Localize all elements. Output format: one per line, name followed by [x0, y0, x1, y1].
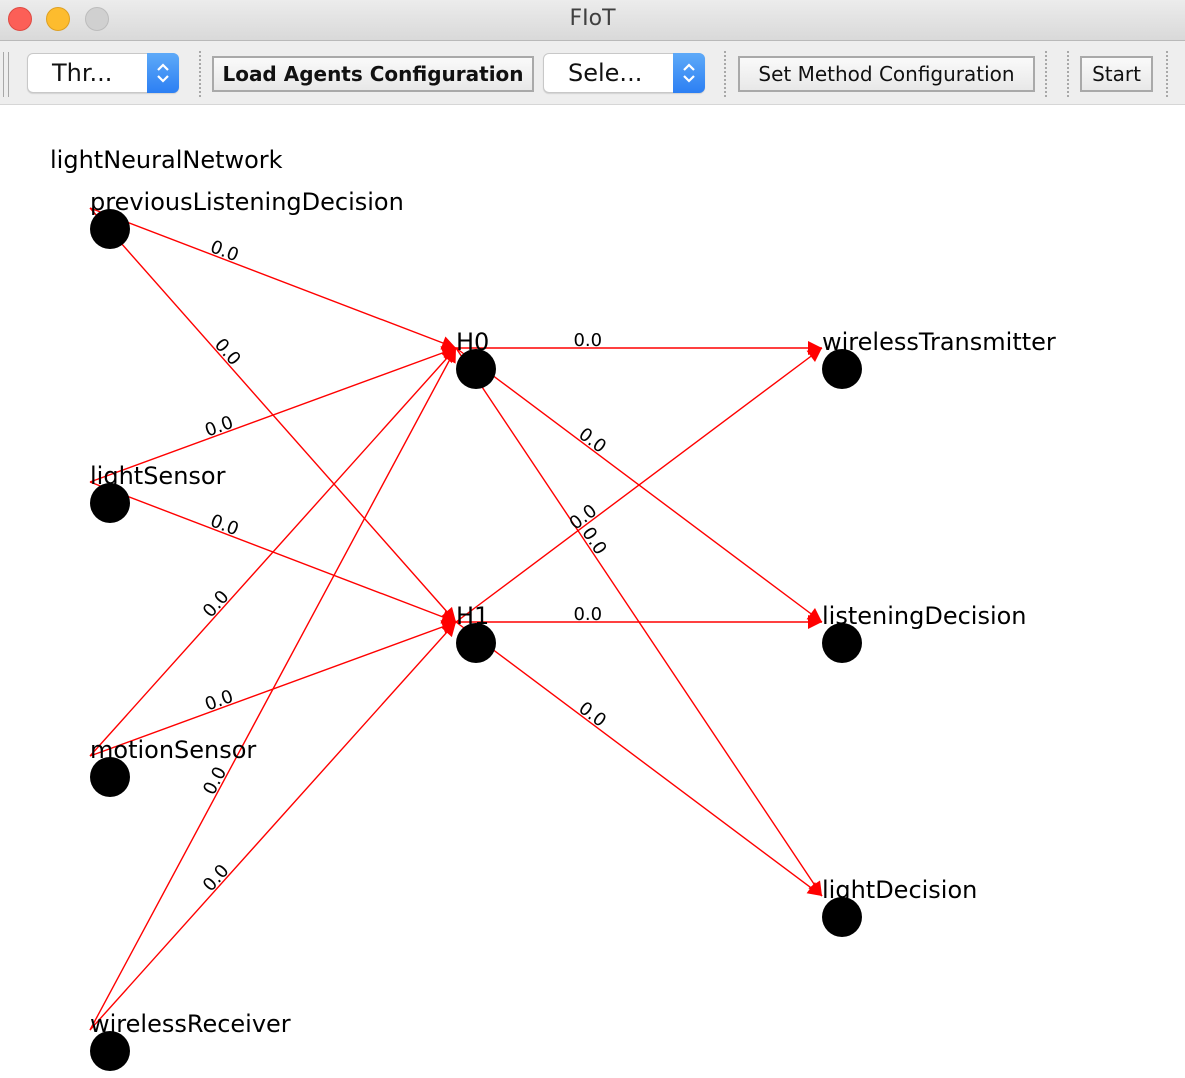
edge-weight-label: 0.0 — [199, 586, 234, 621]
set-method-configuration-button[interactable]: Set Method Configuration — [738, 56, 1035, 92]
label-layer: 0.00.00.00.00.00.00.00.00.00.00.00.00.00… — [90, 188, 1056, 1038]
node-lightSensor[interactable] — [90, 483, 130, 523]
network-canvas: lightNeuralNetwork 0.0 0.0 0.0 0.0 0.0 0.0 0.0… — [0, 105, 1185, 1074]
node-layer — [90, 209, 862, 1071]
toolbar-separator — [724, 51, 726, 97]
toolbar-separator — [1067, 51, 1069, 97]
start-button[interactable]: Start — [1080, 56, 1153, 92]
node-H1[interactable] — [456, 623, 496, 663]
node-label-previousListeningDecision: previousListeningDecision — [90, 188, 404, 216]
close-window-button[interactable] — [8, 7, 32, 31]
edge-weight-label: 0.0 — [207, 510, 241, 540]
node-listeningDecision[interactable] — [822, 623, 862, 663]
edge-motionSensor-H0 — [89, 347, 457, 757]
neural-network-graph: lightNeuralNetwork 0.0 0.0 0.0 0.0 0.0 0.0 0.0… — [50, 146, 1056, 1071]
load-agents-configuration-button[interactable]: Load Agents Configuration — [212, 56, 534, 92]
edge-weight-label: 0.0 — [202, 686, 236, 716]
updown-arrows-icon — [147, 53, 179, 93]
arrowhead-layer — [440, 336, 822, 896]
node-label-listeningDecision: listeningDecision — [822, 602, 1027, 630]
arrowhead-wirelessReceiver-H0 — [443, 348, 456, 364]
edge-weight-label: 0.0 — [199, 763, 231, 798]
node-label-motionSensor: motionSensor — [90, 736, 256, 764]
node-label-H1: H1 — [456, 602, 489, 630]
method-select-value: Sele... — [568, 59, 643, 87]
arrowhead-lightSensor-H1 — [440, 610, 456, 624]
node-motionSensor[interactable] — [90, 757, 130, 797]
edge-wirelessReceiver-H0 — [89, 347, 457, 1031]
zoom-window-button[interactable] — [85, 7, 109, 31]
node-label-wirelessReceiver: wirelessReceiver — [90, 1010, 291, 1038]
arrowhead-H1-wirelessTransmitter — [806, 348, 822, 362]
edge-H1-lightDecision — [455, 621, 823, 897]
node-H0[interactable] — [456, 349, 496, 389]
arrowhead-H1-lightDecision — [806, 882, 822, 896]
method-select[interactable]: Sele... — [543, 53, 705, 93]
edge-weight-label: 0.0 — [573, 604, 602, 625]
edge-weight-label: 0.0 — [207, 236, 241, 266]
edge-weight-label: 0.0 — [199, 860, 234, 895]
node-label-lightDecision: lightDecision — [822, 876, 977, 904]
threshold-select[interactable]: Thr... — [27, 53, 179, 93]
edge-weight-label: 0.0 — [574, 424, 610, 458]
node-lightDecision[interactable] — [822, 897, 862, 937]
edge-H1-wirelessTransmitter — [455, 347, 823, 623]
minimize-window-button[interactable] — [46, 7, 70, 31]
edge-layer — [89, 207, 823, 1031]
edge-weight-label: 0.0 — [574, 698, 610, 732]
edge-weight-label: 0.0 — [202, 412, 236, 442]
node-label-H0: H0 — [456, 328, 489, 356]
toolbar: Thr... Load Agents Configuration Sele...… — [0, 41, 1185, 105]
node-label-wirelessTransmitter: wirelessTransmitter — [822, 328, 1056, 356]
edge-previousListeningDecision-H0 — [89, 207, 457, 349]
arrowhead-previousListeningDecision-H0 — [440, 336, 456, 350]
toolbar-separator — [1166, 51, 1168, 97]
edge-weight-label: 0.0 — [573, 330, 602, 351]
threshold-select-value: Thr... — [52, 59, 113, 87]
node-wirelessReceiver[interactable] — [90, 1031, 130, 1071]
edge-wirelessReceiver-H1 — [89, 621, 457, 1031]
window-title: FIoT — [569, 6, 616, 31]
arrowhead-wirelessReceiver-H1 — [441, 622, 456, 638]
edge-lightSensor-H0 — [89, 347, 457, 483]
toolbar-grip[interactable] — [3, 52, 9, 97]
arrowhead-H1-listeningDecision — [808, 615, 822, 629]
toolbar-separator — [1045, 51, 1047, 97]
network-name: lightNeuralNetwork — [50, 146, 283, 174]
updown-arrows-icon — [673, 53, 705, 93]
node-previousListeningDecision[interactable] — [90, 209, 130, 249]
window-titlebar: FIoT — [0, 0, 1185, 41]
node-wirelessTransmitter[interactable] — [822, 349, 862, 389]
edge-weight-label: 0.0 — [210, 334, 245, 369]
node-label-lightSensor: lightSensor — [90, 462, 226, 490]
toolbar-separator — [199, 51, 201, 97]
